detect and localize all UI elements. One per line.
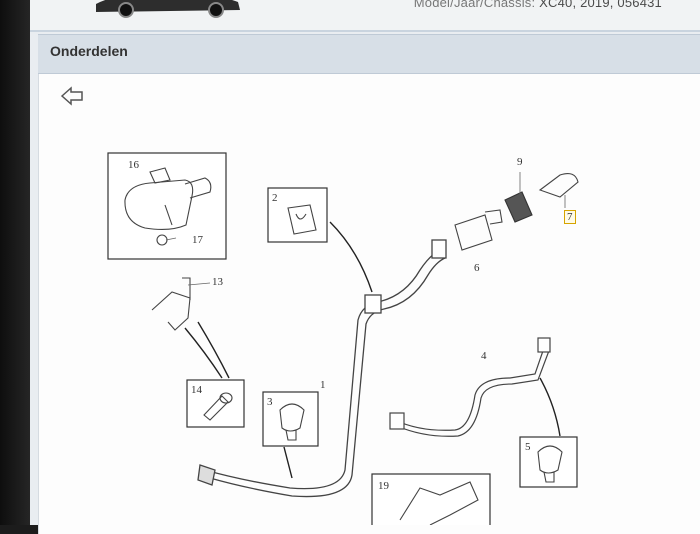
- section-header: Onderdelen: [38, 34, 700, 74]
- diagram-panel: [38, 74, 700, 534]
- callout-16[interactable]: 16: [128, 159, 139, 171]
- callout-2[interactable]: 2: [272, 192, 278, 204]
- vehicle-info-value: XC40, 2019, 056431: [539, 0, 662, 10]
- callout-5[interactable]: 5: [525, 441, 531, 453]
- callout-14[interactable]: 14: [191, 384, 202, 396]
- callout-6[interactable]: 6: [474, 262, 480, 274]
- callout-13[interactable]: 13: [212, 276, 223, 288]
- vehicle-info-label: Model/Jaar/Chassis:: [413, 0, 536, 10]
- callout-1[interactable]: 1: [320, 379, 326, 391]
- callout-4[interactable]: 4: [481, 350, 487, 362]
- back-button[interactable]: [60, 85, 86, 107]
- back-arrow-icon: [60, 86, 83, 106]
- callout-19[interactable]: 19: [378, 480, 389, 492]
- top-bar: Model/Jaar/Chassis: XC40, 2019, 056431: [30, 0, 700, 32]
- callout-7[interactable]: 7: [564, 210, 576, 224]
- car-thumbnail-icon: [96, 0, 240, 18]
- callout-9[interactable]: 9: [517, 156, 523, 168]
- vehicle-info: Model/Jaar/Chassis: XC40, 2019, 056431: [414, 0, 662, 10]
- callout-17[interactable]: 17: [192, 234, 203, 246]
- callout-3[interactable]: 3: [267, 396, 273, 408]
- section-title: Onderdelen: [50, 43, 128, 59]
